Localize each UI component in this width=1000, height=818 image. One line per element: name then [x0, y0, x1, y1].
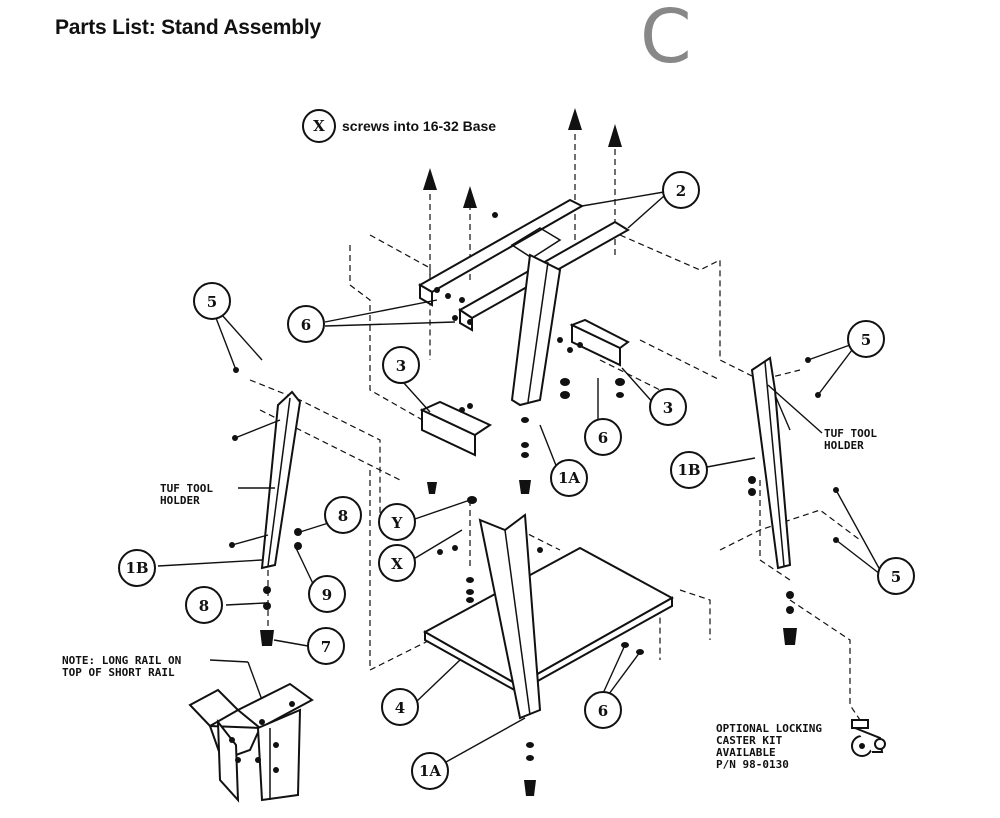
callout-label: 6 — [598, 702, 608, 720]
legend-symbol: X — [313, 117, 325, 135]
callout-6: 6 — [584, 418, 622, 456]
callout-label: 1A — [558, 469, 580, 487]
note-line: TUF TOOL — [824, 427, 877, 440]
callout-7: 7 — [307, 627, 345, 665]
long-rail-note: NOTE: LONG RAIL ON TOP OF SHORT RAIL — [62, 654, 181, 679]
callout-label: 1B — [677, 461, 700, 479]
page-title: Parts List: Stand Assembly — [55, 16, 321, 39]
callout-8: 8 — [185, 586, 223, 624]
front-leg — [478, 513, 542, 720]
callout-label: 8 — [199, 597, 209, 615]
callout-label: 5 — [207, 293, 217, 311]
callout-5: 5 — [193, 282, 231, 320]
callout-4: 4 — [381, 688, 419, 726]
callout-label: 5 — [861, 331, 871, 349]
revision-mark: C — [640, 0, 692, 80]
bottom-shelf — [422, 546, 675, 694]
callout-6: 6 — [287, 305, 325, 343]
callout-1A: 1A — [550, 459, 588, 497]
callout-label: 4 — [395, 699, 405, 717]
callout-9: 9 — [308, 575, 346, 613]
callout-1B: 1B — [118, 549, 156, 587]
note-line: CASTER KIT — [716, 734, 783, 747]
assembly-arrows — [423, 108, 622, 290]
callout-label: 5 — [891, 568, 901, 586]
note-line: P/N 98-0130 — [716, 758, 789, 771]
callout-label: X — [391, 555, 403, 573]
callout-1B: 1B — [670, 451, 708, 489]
note-line: AVAILABLE — [716, 746, 776, 759]
callout-label: 8 — [338, 507, 348, 525]
tuf-tool-note-left: TUF TOOL HOLDER — [160, 482, 213, 507]
legend: X screws into 16-32 Base — [302, 109, 496, 143]
callout-8: 8 — [324, 496, 362, 534]
note-line: OPTIONAL LOCKING — [716, 722, 822, 735]
side-legs — [260, 356, 792, 570]
callout-5: 5 — [877, 557, 915, 595]
callout-3: 3 — [382, 346, 420, 384]
legend-text: screws into 16-32 Base — [342, 118, 496, 134]
callout-label: 9 — [322, 586, 332, 604]
callout-label: 1B — [125, 559, 148, 577]
callout-X: X — [378, 544, 416, 582]
leader-lines — [157, 191, 881, 763]
callout-label: Y — [391, 514, 403, 532]
note-line: TUF TOOL — [160, 482, 213, 495]
callout-6: 6 — [584, 691, 622, 729]
callout-5: 5 — [847, 320, 885, 358]
callout-label: 2 — [676, 182, 686, 200]
callout-label: 6 — [301, 316, 311, 334]
callout-label: 7 — [321, 638, 331, 656]
note-line: HOLDER — [824, 439, 864, 452]
rail-detail — [188, 682, 314, 803]
callout-label: 6 — [598, 429, 608, 447]
callout-3: 3 — [649, 388, 687, 426]
note-line: TOP OF SHORT RAIL — [62, 666, 175, 679]
note-line: HOLDER — [160, 494, 200, 507]
callout-Y: Y — [378, 503, 416, 541]
caster-kit-note: OPTIONAL LOCKING CASTER KIT AVAILABLE P/… — [716, 722, 822, 771]
callout-2: 2 — [662, 171, 700, 209]
tuf-tool-note-right: TUF TOOL HOLDER — [824, 427, 877, 452]
callout-label: 3 — [663, 399, 673, 417]
caster-icon — [851, 719, 886, 757]
callout-label: 1A — [419, 762, 441, 780]
note-line: NOTE: LONG RAIL ON — [62, 654, 181, 667]
callout-1A: 1A — [411, 752, 449, 790]
brackets — [419, 318, 630, 457]
legend-symbol-bubble — [302, 109, 336, 143]
back-leg — [510, 253, 562, 407]
callout-label: 3 — [396, 357, 406, 375]
